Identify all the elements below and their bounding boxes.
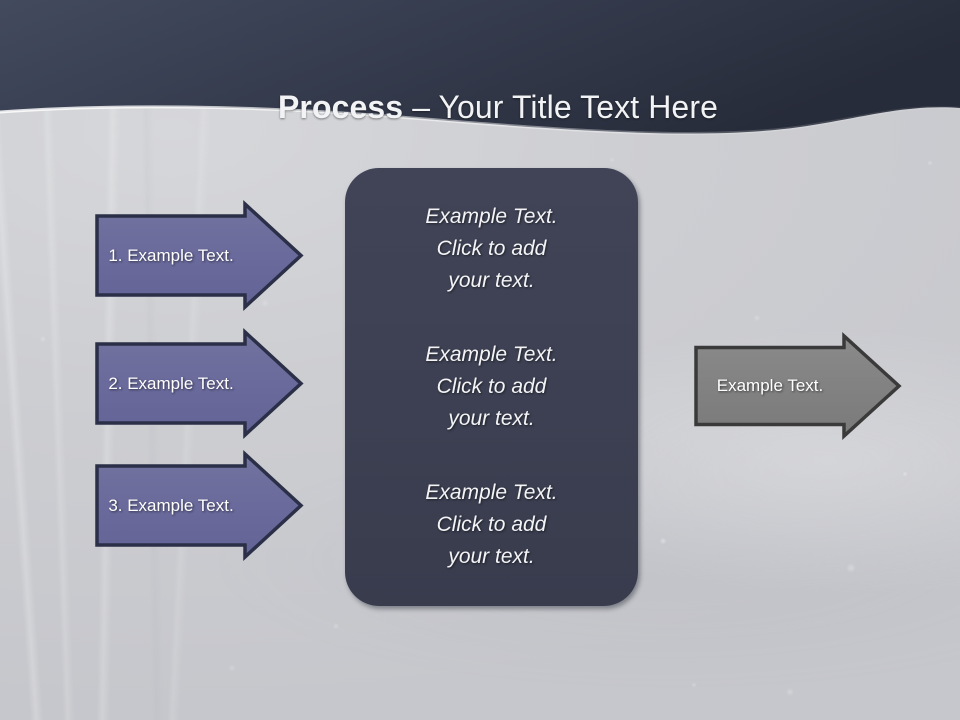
center-content-panel[interactable]: Example Text. Click to add your text. Ex…	[345, 168, 638, 606]
page-title-rest: – Your Title Text Here	[403, 89, 718, 125]
title-band	[0, 0, 960, 150]
process-result-arrow[interactable]: Example Text.	[694, 332, 902, 440]
process-step-arrow-2[interactable]: 2. Example Text.	[95, 328, 304, 439]
process-step-arrow-3[interactable]: 3. Example Text.	[95, 450, 304, 561]
center-text-block-1: Example Text. Click to add your text.	[425, 205, 558, 292]
center-text-block-2: Example Text. Click to add your text.	[425, 343, 558, 430]
page-title-bold: Process	[277, 89, 404, 125]
page-title: Process – Your Title Text Here	[0, 52, 960, 163]
center-text-block-3: Example Text. Click to add your text.	[425, 481, 558, 568]
process-step-arrow-1[interactable]: 1. Example Text.	[95, 200, 304, 311]
